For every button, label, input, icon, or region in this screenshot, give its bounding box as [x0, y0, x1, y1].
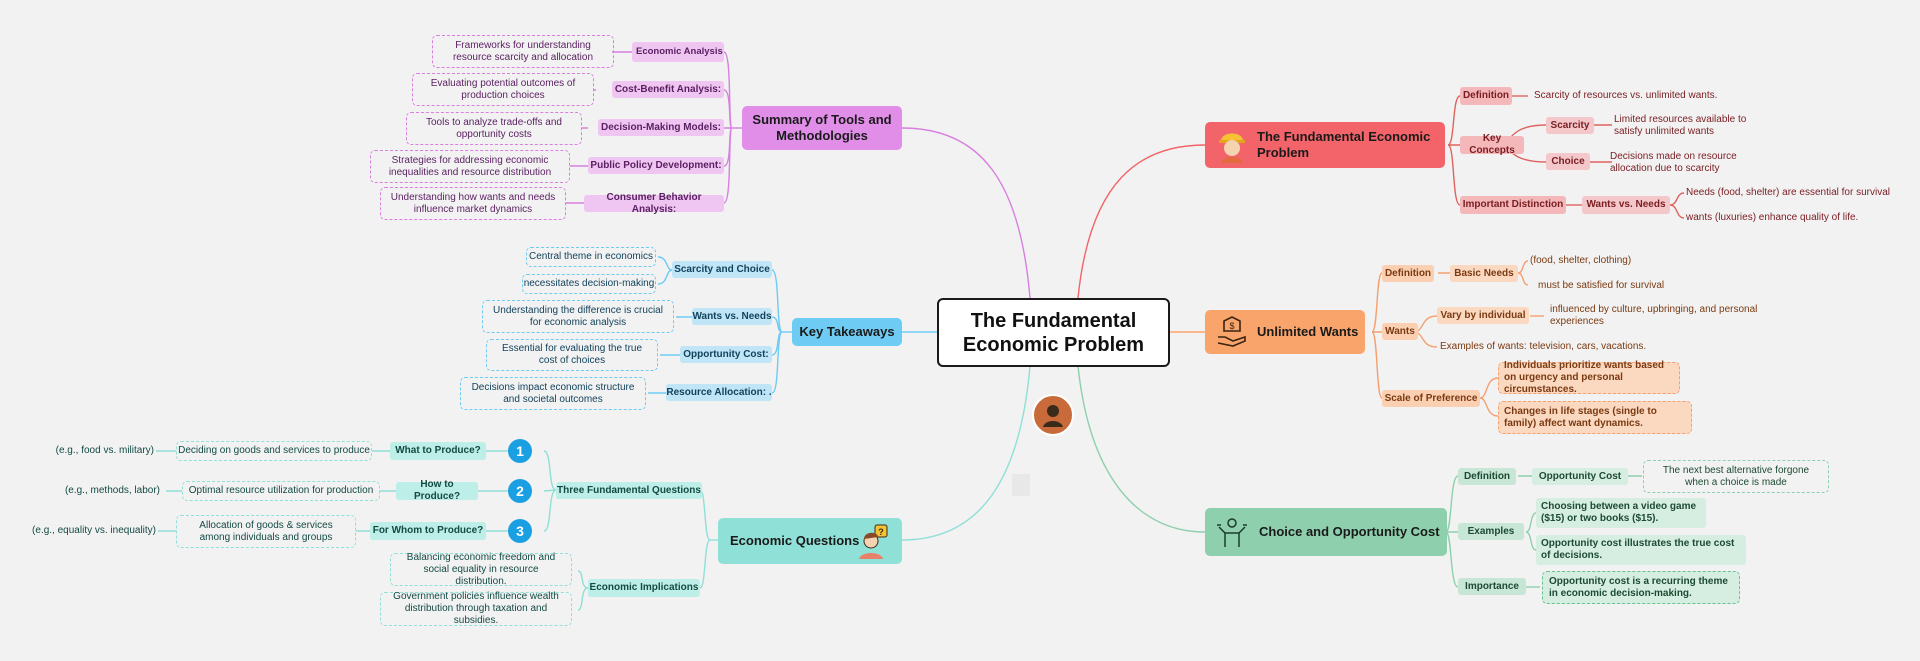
money-hand-icon: $ [1214, 314, 1250, 350]
portrait-icon [1032, 394, 1074, 436]
takeaways-scarcity-1[interactable]: Central theme in economics [526, 247, 656, 267]
branch-summary-tools[interactable]: Summary of Tools and Methodologies [742, 106, 902, 150]
choice-importance[interactable]: Importance [1458, 578, 1526, 595]
takeaways-opp-text[interactable]: Essential for evaluating the true cost o… [486, 339, 658, 371]
unlimited-vary[interactable]: Vary by individual [1437, 307, 1529, 324]
branch-key-takeaways-label: Key Takeaways [799, 324, 895, 340]
choice-example-2[interactable]: Opportunity cost illustrates the true co… [1536, 535, 1746, 565]
problem-choice-text: Decisions made on resource allocation du… [1610, 151, 1737, 174]
unlimited-basic-needs[interactable]: Basic Needs [1450, 265, 1518, 282]
unlimited-vary-text: influenced by culture, upbringing, and p… [1550, 304, 1758, 327]
question-what-example: (e.g., food vs. military) [55, 445, 154, 456]
question-what[interactable]: What to Produce? [390, 442, 486, 460]
takeaways-resource-text[interactable]: Decisions impact economic structure and … [460, 377, 646, 410]
root-topic[interactable]: The Fundamental Economic Problem [937, 298, 1170, 367]
unlimited-basic-needs-1: (food, shelter, clothing) [1530, 255, 1632, 266]
branch-choice-opportunity-label: Choice and Opportunity Cost [1259, 524, 1440, 540]
number-two-icon: 2 [508, 479, 532, 503]
choice-definition[interactable]: Definition [1458, 468, 1516, 485]
summary-item-text[interactable]: Tools to analyze trade-offs and opportun… [406, 112, 582, 145]
question-for-whom[interactable]: For Whom to Produce? [370, 522, 486, 540]
root-topic-label: The Fundamental Economic Problem [962, 309, 1145, 356]
problem-important-distinction[interactable]: Important Distinction [1460, 196, 1566, 214]
choice-opp-cost[interactable]: Opportunity Cost [1532, 468, 1628, 485]
person-choice-icon [1214, 514, 1250, 550]
summary-item-text[interactable]: Understanding how wants and needs influe… [380, 187, 566, 220]
takeaways-opp[interactable]: Opportunity Cost: [680, 346, 772, 363]
worker-icon [1214, 126, 1250, 164]
unlimited-basic-needs-2: must be satisfied for survival [1538, 280, 1665, 291]
summary-item-label[interactable]: Cost-Benefit Analysis: [612, 81, 724, 98]
problem-scarcity-text: Limited resources available to satisfy u… [1614, 114, 1747, 137]
branch-fundamental-problem[interactable]: The Fundamental Economic Problem [1205, 122, 1445, 168]
unlimited-scale[interactable]: Scale of Preference [1382, 390, 1480, 407]
problem-scarcity[interactable]: Scarcity [1546, 117, 1594, 134]
branch-choice-opportunity[interactable]: Choice and Opportunity Cost [1205, 508, 1447, 556]
branch-fundamental-problem-label: The Fundamental Economic Problem [1257, 129, 1431, 160]
unlimited-definition[interactable]: Definition [1382, 265, 1434, 282]
problem-definition-text: Scarcity of resources vs. unlimited want… [1534, 90, 1718, 101]
unlimited-wants[interactable]: Wants [1382, 323, 1418, 340]
number-three-icon: 3 [508, 519, 532, 543]
questions-three[interactable]: Three Fundamental Questions [556, 482, 702, 499]
unlimited-scale-1[interactable]: Individuals prioritize wants based on ur… [1498, 360, 1680, 395]
summary-item-label[interactable]: Consumer Behavior Analysis: [584, 192, 724, 215]
problem-key-concepts[interactable]: Key Concepts [1460, 133, 1524, 156]
thinking-person-icon: ? [856, 522, 892, 560]
number-one-icon: 1 [508, 439, 532, 463]
unlimited-scale-2[interactable]: Changes in life stages (single to family… [1498, 401, 1692, 434]
questions-implication-2[interactable]: Government policies influence wealth dis… [380, 591, 572, 626]
question-for-whom-text[interactable]: Allocation of goods & services among ind… [176, 515, 356, 548]
problem-choice[interactable]: Choice [1546, 153, 1590, 170]
svg-text:$: $ [1229, 321, 1234, 331]
branch-economic-questions-label: Economic Questions [730, 533, 860, 549]
question-how[interactable]: How to Produce? [396, 479, 478, 502]
branch-key-takeaways[interactable]: Key Takeaways [792, 318, 902, 346]
problem-wants-text: wants (luxuries) enhance quality of life… [1686, 212, 1859, 223]
takeaways-resource[interactable]: Resource Allocation: . [666, 384, 772, 401]
choice-importance-text[interactable]: Opportunity cost is a recurring theme in… [1542, 571, 1740, 604]
takeaways-scarcity[interactable]: Scarcity and Choice [672, 261, 772, 278]
problem-wants-vs-needs[interactable]: Wants vs. Needs [1582, 196, 1670, 214]
question-what-text[interactable]: Deciding on goods and services to produc… [176, 441, 372, 461]
choice-example-1[interactable]: Choosing between a video game ($15) or t… [1536, 498, 1706, 528]
summary-item-label[interactable]: Decision-Making Models: [598, 119, 724, 136]
summary-item-text[interactable]: Evaluating potential outcomes of product… [412, 73, 594, 106]
summary-item-label[interactable]: Economic Analysis [632, 42, 724, 62]
summary-item-text[interactable]: Strategies for addressing economic inequ… [370, 150, 570, 183]
questions-implication-1[interactable]: Balancing economic freedom and social eq… [390, 552, 572, 587]
svg-text:?: ? [878, 527, 884, 537]
takeaways-wants[interactable]: Wants vs. Needs [692, 308, 772, 325]
question-how-text[interactable]: Optimal resource utilization for product… [182, 481, 380, 501]
choice-opp-cost-text[interactable]: The next best alternative forgone when a… [1643, 460, 1829, 493]
image-placeholder [1012, 474, 1030, 496]
branch-summary-tools-label: Summary of Tools and Methodologies [752, 112, 892, 143]
question-how-example: (e.g., methods, labor) [64, 485, 160, 496]
problem-needs-text: Needs (food, shelter) are essential for … [1686, 187, 1890, 198]
summary-item-label[interactable]: Public Policy Development: [588, 157, 724, 174]
summary-item-text[interactable]: Frameworks for understanding resource sc… [432, 35, 614, 68]
takeaways-wants-text[interactable]: Understanding the difference is crucial … [482, 300, 674, 333]
branch-unlimited-wants-label: Unlimited Wants [1257, 324, 1359, 340]
unlimited-examples: Examples of wants: television, cars, vac… [1440, 341, 1647, 352]
questions-implications[interactable]: Economic Implications [588, 579, 700, 597]
choice-examples[interactable]: Examples [1458, 523, 1524, 540]
problem-definition[interactable]: Definition [1460, 87, 1512, 105]
takeaways-scarcity-2[interactable]: necessitates decision-making [522, 274, 656, 294]
question-for-whom-example: (e.g., equality vs. inequality) [32, 525, 156, 536]
